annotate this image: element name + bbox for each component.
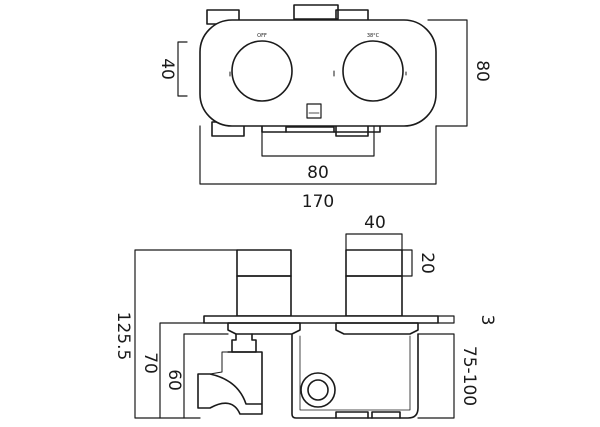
dim-body-depth-bracket xyxy=(159,322,205,419)
right-shroud xyxy=(335,322,419,335)
dim-plate-thickness-bracket xyxy=(437,315,455,324)
diverter-square xyxy=(306,103,322,119)
inlet-stem xyxy=(231,333,257,353)
inlet-elbow-detail xyxy=(209,351,229,375)
left-knob-label: OFF xyxy=(257,33,267,39)
body-bevel xyxy=(299,335,411,411)
dim-total-depth-bracket xyxy=(134,249,238,419)
dim-knob-height-bracket xyxy=(401,249,413,277)
top-bracket xyxy=(293,4,339,20)
side-view xyxy=(197,249,439,419)
dim-body-depth-label: 70 xyxy=(140,352,160,374)
left-shroud xyxy=(227,322,301,335)
valve-body xyxy=(291,333,419,419)
outlet-port-inner xyxy=(307,379,329,401)
dim-plate-height-bracket xyxy=(427,19,468,127)
base-foot-right xyxy=(371,411,401,419)
dim-knob-width-label: 40 xyxy=(364,213,386,233)
dim-knob-diameter-label: 40 xyxy=(157,58,177,80)
base-foot-left xyxy=(335,411,369,419)
left-knob-side xyxy=(236,249,292,277)
left-knob-stem xyxy=(236,275,292,317)
dim-knob-spacing-bracket xyxy=(261,125,375,157)
dim-inlet-depth-bracket xyxy=(183,333,229,419)
dim-plate-width-bracket xyxy=(199,125,437,185)
dim-wall-depth-bracket xyxy=(417,333,455,419)
dim-knob-height-label: 20 xyxy=(417,252,437,274)
inlet-elbow xyxy=(197,351,263,415)
right-knob-side xyxy=(345,249,403,277)
dim-knob-diameter-bracket xyxy=(177,41,188,97)
cover-plate-side xyxy=(203,315,439,324)
left-knob xyxy=(231,40,293,102)
outlet-port-outer xyxy=(300,372,336,408)
right-knob-label: 38°C xyxy=(367,33,380,39)
side-view-dimensions xyxy=(134,233,455,419)
dim-plate-width-label: 170 xyxy=(302,192,334,212)
dim-knob-spacing-label: 80 xyxy=(307,163,329,183)
dim-inlet-depth-label: 60 xyxy=(164,369,184,391)
bottom-body-stub xyxy=(285,126,335,133)
dim-wall-depth-label: 75-100 xyxy=(459,346,479,406)
dim-total-depth-label: 125.5 xyxy=(113,312,133,361)
cover-plate xyxy=(199,19,437,127)
front-view: OFF 38°C xyxy=(199,4,437,137)
dim-plate-height-label: 80 xyxy=(472,60,492,82)
dim-knob-width-bracket xyxy=(345,233,403,251)
right-knob xyxy=(342,40,404,102)
front-view-dimensions xyxy=(177,19,468,185)
right-knob-stem xyxy=(345,275,403,317)
dim-plate-thickness-label: 3 xyxy=(477,315,497,326)
